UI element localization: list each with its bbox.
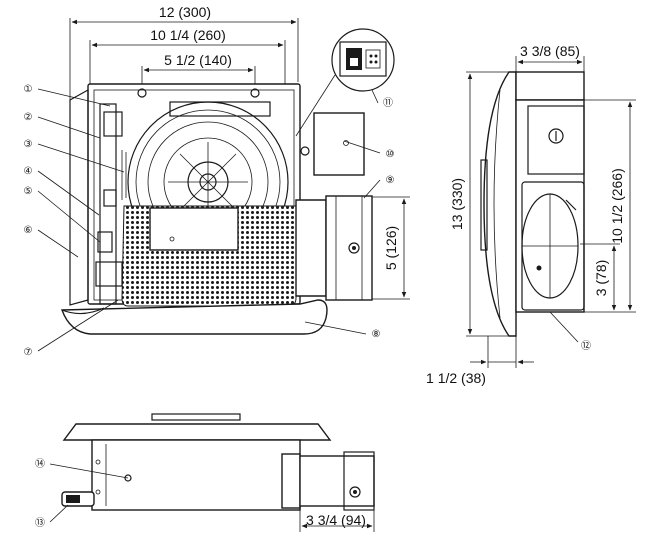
inner-width-label: 10 1/4 (260) [150, 27, 226, 43]
callout-6: ⑥ [24, 225, 33, 236]
callout-11: ⑪ [383, 97, 393, 109]
grille-frame [61, 299, 328, 335]
side-housing-top [515, 71, 585, 101]
callout-14: ⑭ [35, 458, 45, 470]
grille-depth-label: 1 1/2 (38) [426, 370, 486, 386]
callout-8: ⑧ [372, 329, 381, 340]
callout-10: ⑩ [386, 149, 395, 160]
side-view: 13 (330) 10 1/2 (266) 3 (78) 3 3/8 (85) … [426, 43, 636, 386]
side-top-depth-label: 3 3/8 (85) [520, 43, 580, 59]
overall-width-label: 12 (300) [159, 4, 211, 20]
callout-4: ④ [24, 166, 33, 177]
duct-height-label: 5 (126) [383, 226, 399, 270]
duct-adapter-front [295, 195, 373, 301]
hanger-hole-left [137, 88, 147, 98]
blower-wheel [127, 101, 289, 263]
side-total-height-label: 13 (330) [449, 178, 465, 230]
callout-7: ⑦ [24, 347, 33, 358]
bottom-view: 3 3/4 (94) ⑭ ⑬ [35, 413, 375, 532]
callout-12: ⑫ [581, 340, 591, 352]
hanger-spacing-label: 5 1/2 (140) [164, 52, 232, 68]
grille-center-label-plate [149, 207, 239, 251]
callout-9: ⑨ [386, 175, 395, 186]
callout-3: ③ [24, 139, 33, 150]
callout-1: ① [24, 84, 33, 95]
callout-2: ② [24, 112, 33, 123]
front-view: 12 (300) 10 1/4 (260) 5 1/2 (140) [24, 4, 410, 358]
duct-offset-label: 3 (78) [593, 260, 609, 297]
callout-5: ⑤ [24, 186, 33, 197]
side-body-height-label: 10 1/2 (266) [609, 168, 625, 244]
bottom-housing [91, 439, 301, 511]
bottom-grille-plate [62, 423, 332, 441]
side-grille-profile [483, 71, 517, 337]
hanger-hole-right [250, 88, 260, 98]
callout-13: ⑬ [35, 517, 45, 529]
duct-length-label: 3 3/4 (94) [306, 512, 366, 528]
callout-11-detail [295, 28, 395, 137]
bottom-duct-collar [281, 453, 301, 509]
exhaust-opening-box [313, 112, 365, 176]
